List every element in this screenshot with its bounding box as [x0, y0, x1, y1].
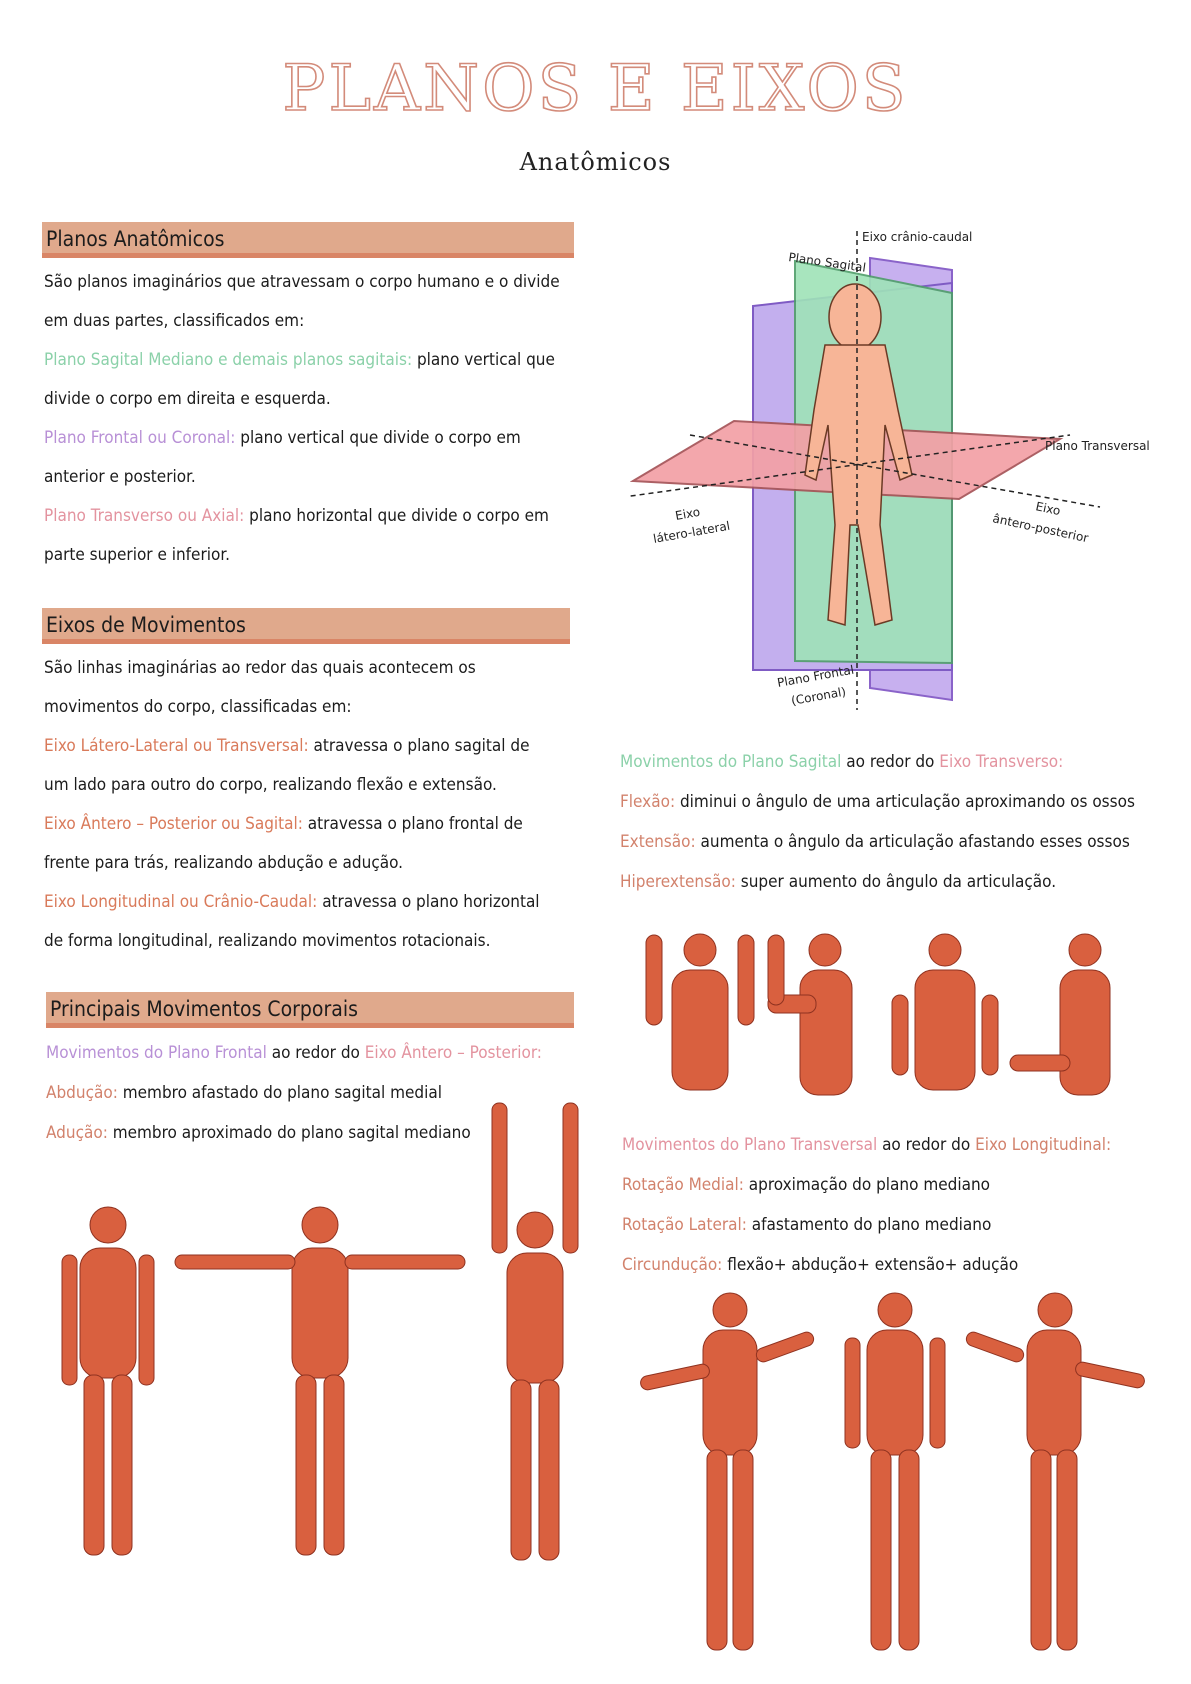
label-plano-transversal: Plano Transversal: [1045, 439, 1150, 453]
plano-transversal-mov-mid: ao redor do: [882, 1135, 971, 1155]
eixo-longitudinal-line-2: de forma longitudinal, realizando movime…: [44, 931, 491, 951]
flexao-line: Flexão: diminui o ângulo de uma articula…: [620, 792, 1135, 812]
abducao-term: Abdução:: [46, 1083, 118, 1103]
rotacao-lateral-term: Rotação Lateral:: [622, 1215, 747, 1235]
hiperextensao-line: Hiperextensão: super aumento do ângulo d…: [620, 872, 1056, 892]
planos-transverso-line: Plano Transverso ou Axial: plano horizon…: [44, 506, 549, 526]
plano-frontal-mov-axis: Eixo Ântero – Posterior:: [364, 1043, 542, 1063]
section-heading-principais: Principais Movimentos Corporais: [46, 992, 574, 1028]
extensao-term: Extensão:: [620, 832, 696, 852]
eixo-longitudinal-line: Eixo Longitudinal ou Crânio-Caudal: atra…: [44, 892, 540, 912]
eixo-latero-lateral-line: [630, 434, 1071, 497]
eixo-antero-text: atravessa o plano frontal de: [307, 814, 523, 834]
label-eixo-right: Eixo: [1034, 499, 1061, 518]
rotacao-lateral-text: afastamento do plano mediano: [751, 1215, 992, 1235]
rotacao-lateral-line: Rotação Lateral: afastamento do plano me…: [622, 1215, 991, 1235]
plano-transverso-term: Plano Transverso ou Axial:: [44, 506, 245, 526]
rotacao-medial-line: Rotação Medial: aproximação do plano med…: [622, 1175, 990, 1195]
label-latero-lateral: látero-lateral: [652, 519, 731, 546]
figure-flexion-front: [645, 933, 755, 1091]
figure-extension-front: [891, 933, 999, 1091]
section-heading-planos: Planos Anatômicos: [42, 222, 574, 258]
planos-sagital-line: Plano Sagital Mediano e demais planos sa…: [44, 350, 555, 370]
plano-transversal-mov-term: Movimentos do Plano Transversal: [622, 1135, 878, 1155]
extensao-line: Extensão: aumenta o ângulo da articulaçã…: [620, 832, 1130, 852]
plano-frontal-mov-line: Movimentos do Plano Frontal ao redor do …: [46, 1043, 542, 1063]
label-antero-posterior: ântero-posterior: [991, 511, 1089, 545]
flexao-text: diminui o ângulo de uma articulação apro…: [679, 792, 1135, 812]
plano-sagital-mov-axis: Eixo Transverso:: [939, 752, 1064, 772]
plano-frontal-text: plano vertical que divide o corpo em: [240, 428, 521, 448]
plano-sagital-term: Plano Sagital Mediano e demais planos sa…: [44, 350, 413, 370]
plano-transversal-mov-line: Movimentos do Plano Transversal ao redor…: [622, 1135, 1111, 1155]
abducao-line: Abdução: membro afastado do plano sagita…: [46, 1083, 442, 1103]
label-eixo-left: Eixo: [674, 505, 701, 523]
planos-frontal-line-2: anterior e posterior.: [44, 467, 196, 487]
hiperextensao-term: Hiperextensão:: [620, 872, 736, 892]
eixos-line-1: São linhas imaginárias ao redor das quai…: [44, 658, 476, 678]
figure-extension-side: [1009, 933, 1111, 1096]
planos-line-1: São planos imaginários que atravessam o …: [44, 272, 560, 292]
rotacao-medial-term: Rotação Medial:: [622, 1175, 744, 1195]
circunducao-line: Circundução: flexão+ abdução+ extensão+ …: [622, 1255, 1018, 1275]
figure-rotation-medial: [640, 1292, 815, 1651]
plano-sagital-text: plano vertical que: [416, 350, 555, 370]
eixo-antero-term: Eixo Ântero – Posterior ou Sagital:: [44, 814, 303, 834]
extensao-text: aumenta o ângulo da articulação afastand…: [700, 832, 1130, 852]
figure-abduction-horizontal: [174, 1206, 466, 1556]
anatomical-planes-diagram: Eixo crânio-caudal Plano Sagital Plano T…: [630, 230, 1150, 710]
eixo-longitudinal-term: Eixo Longitudinal ou Crânio-Caudal:: [44, 892, 318, 912]
rotacao-medial-text: aproximação do plano mediano: [748, 1175, 991, 1195]
frontal-movements-figures: [61, 1206, 466, 1556]
sagital-movements-figures: [645, 933, 1111, 1096]
abducao-text: membro afastado do plano sagital medial: [122, 1083, 442, 1103]
plano-frontal-term: Plano Frontal ou Coronal:: [44, 428, 236, 448]
plano-sagital-mov-mid: ao redor do: [846, 752, 935, 772]
figure-rotation-neutral: [844, 1292, 946, 1651]
planos-frontal-line: Plano Frontal ou Coronal: plano vertical…: [44, 428, 521, 448]
figure-flexion-side: [767, 933, 853, 1096]
plano-sagital-mov-term: Movimentos do Plano Sagital: [620, 752, 842, 772]
page-subtitle: Anatômicos: [519, 148, 672, 176]
plano-transverso-text: plano horizontal que divide o corpo em: [249, 506, 549, 526]
transversal-movements-figures: [640, 1292, 1145, 1651]
eixo-longitudinal-text: atravessa o plano horizontal: [322, 892, 540, 912]
eixos-line-2: movimentos do corpo, classificadas em:: [44, 697, 352, 717]
circunducao-text: flexão+ abdução+ extensão+ adução: [727, 1255, 1019, 1275]
section-heading-eixos: Eixos de Movimentos: [42, 608, 570, 644]
eixo-antero-posterior-line: [689, 434, 1101, 508]
aducao-line: Adução: membro aproximado do plano sagit…: [46, 1123, 471, 1143]
human-figure: [804, 283, 913, 626]
aducao-text: membro aproximado do plano sagital media…: [112, 1123, 471, 1143]
planos-transverso-line-2: parte superior e inferior.: [44, 545, 230, 565]
plano-frontal-mov-term: Movimentos do Plano Frontal: [46, 1043, 267, 1063]
planos-line-2: em duas partes, classificados em:: [44, 311, 305, 331]
eixo-antero-line: Eixo Ântero – Posterior ou Sagital: atra…: [44, 814, 523, 834]
flexao-term: Flexão:: [620, 792, 676, 812]
aducao-term: Adução:: [46, 1123, 108, 1143]
page-title: PLANOS E EIXOS: [282, 51, 909, 127]
circunducao-term: Circundução:: [622, 1255, 723, 1275]
eixo-lateral-line: Eixo Látero-Lateral ou Transversal: atra…: [44, 736, 530, 756]
plano-sagital-mov-line: Movimentos do Plano Sagital ao redor do …: [620, 752, 1063, 772]
eixo-lateral-term: Eixo Látero-Lateral ou Transversal:: [44, 736, 309, 756]
eixo-lateral-text: atravessa o plano sagital de: [313, 736, 530, 756]
eixo-lateral-line-2: um lado para outro do corpo, realizando …: [44, 775, 497, 795]
figure-abduction-full: [491, 1102, 579, 1561]
hiperextensao-text: super aumento do ângulo da articulação.: [740, 872, 1057, 892]
eixo-antero-line-2: frente para trás, realizando abdução e a…: [44, 853, 404, 873]
figure-adduction: [61, 1206, 155, 1556]
figure-rotation-lateral: [965, 1292, 1145, 1651]
frontal-movements-figure-arms-up: [491, 1102, 579, 1561]
planos-sagital-line-2: divide o corpo em direita e esquerda.: [44, 389, 331, 409]
plano-frontal-mov-mid: ao redor do: [271, 1043, 360, 1063]
label-eixo-cranio-caudal: Eixo crânio-caudal: [862, 230, 972, 244]
plano-transversal-mov-axis: Eixo Longitudinal:: [975, 1135, 1112, 1155]
